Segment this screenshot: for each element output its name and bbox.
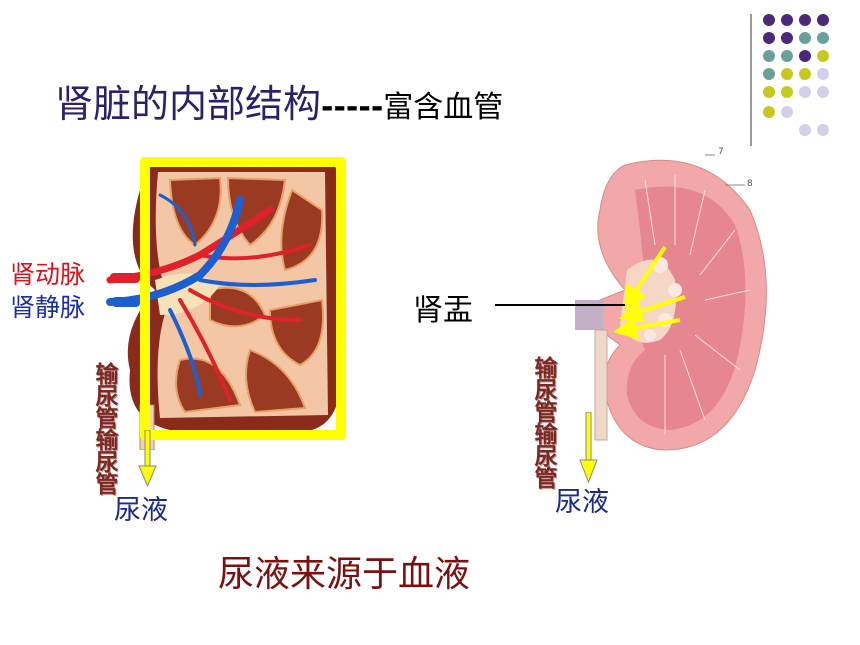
title-sub: 富含血管 [383, 90, 504, 125]
renal-pelvis-label: 肾盂 [413, 293, 473, 328]
renal-vein-stub [112, 297, 140, 307]
kidney-medulla-right [626, 186, 746, 430]
urine-label-left: 尿液 [114, 495, 168, 526]
ureter-right [594, 329, 608, 441]
marker-8: 8 [747, 179, 753, 189]
title-dashes: ----- [321, 90, 384, 125]
kidney-texture-lines [644, 175, 751, 435]
ureter-label-left: 输尿管输尿管 [91, 362, 117, 494]
urine-label-right: 尿液 [555, 487, 609, 518]
decorative-divider-line [750, 14, 752, 146]
renal-artery-stub [110, 273, 140, 283]
kidney-section-illustration-left [106, 159, 347, 450]
pelvis-arrows [613, 245, 686, 340]
pelvis-pointer-line [495, 304, 625, 306]
renal-vein-label: 肾静脉 [10, 293, 86, 322]
slide-caption: 尿液来源于血液 [218, 554, 471, 595]
title-main: 肾脏的内部结构 [55, 82, 322, 126]
renal-artery-label: 肾动脉 [10, 260, 86, 289]
marker-7: 7 [718, 147, 724, 157]
highlight-frame [140, 157, 346, 440]
slide-title: 肾脏的内部结构-----富含血管 [55, 73, 503, 128]
arrow-down-right [579, 412, 598, 484]
arrow-down-left [138, 430, 157, 488]
ureter-label-right: 输尿管输尿管 [530, 356, 556, 488]
renal-sinus-fat [155, 273, 220, 315]
